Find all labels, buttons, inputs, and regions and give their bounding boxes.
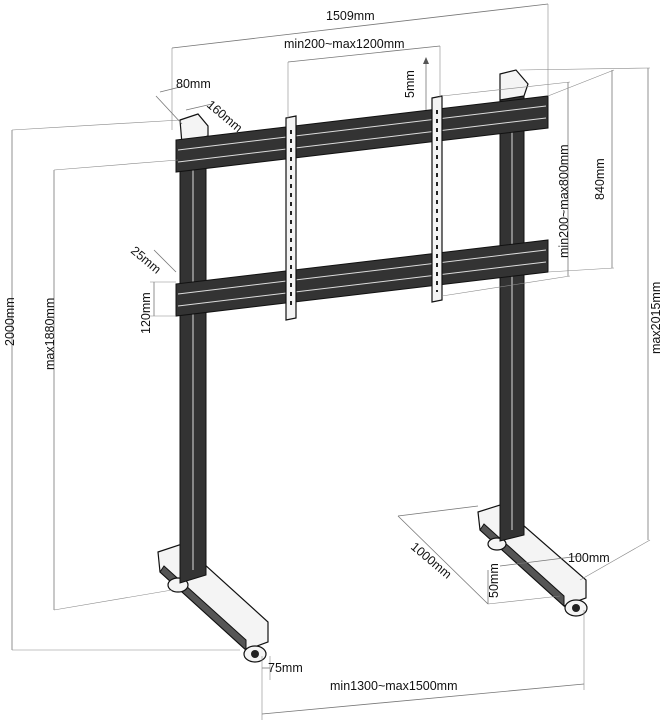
dim-base-span: min1300~max1500mm — [330, 679, 458, 693]
dim-foot-height: 50mm — [487, 563, 501, 598]
dim-bracket-width: 160mm — [204, 98, 245, 136]
left-base — [157, 543, 269, 663]
dim-max-center: max1880mm — [43, 298, 57, 370]
dim-max-height: max2015mm — [649, 282, 663, 354]
dim-wheel-offset: 75mm — [268, 661, 303, 675]
right-upright — [499, 69, 529, 542]
dim-vertical-adjust: 5mm — [403, 70, 417, 98]
dim-rail-height: 120mm — [139, 292, 153, 334]
dim-arm-height: 25mm — [128, 244, 164, 277]
left-upright — [179, 113, 209, 584]
dim-vesa-vertical: min200~max800mm — [557, 144, 571, 258]
dim-vesa-horizontal: min200~max1200mm — [284, 37, 405, 51]
dim-foot-width: 100mm — [568, 551, 610, 565]
dimension-lines — [11, 3, 651, 720]
dim-rail-spacing: 840mm — [593, 158, 607, 200]
dim-overall-width: 1509mm — [326, 9, 375, 23]
lower-rail — [175, 239, 549, 317]
vesa-arm-left — [285, 115, 297, 321]
dim-bracket-depth: 80mm — [176, 77, 211, 91]
upper-rail — [175, 95, 549, 173]
dim-base-depth: 1000mm — [408, 540, 454, 582]
vesa-arm-right — [431, 95, 443, 303]
dim-total-height: 2000mm — [3, 297, 17, 346]
